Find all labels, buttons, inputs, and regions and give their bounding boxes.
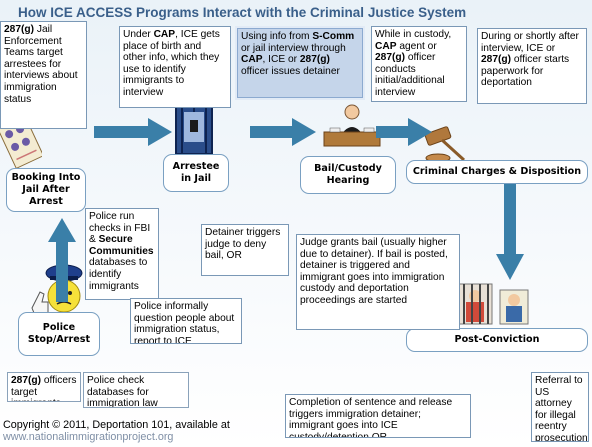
note-sentence-completion: Completion of sentence and release trigg… [285, 394, 471, 438]
stage-arrestee-in-jail: Arrestee in Jail [163, 154, 229, 192]
stage-criminal-charges: Criminal Charges & Disposition [406, 160, 588, 184]
note-287g-target-immigrants: 287(g) officers target immigrants [7, 372, 81, 402]
flow-arrow-booking-to-arrestee [94, 118, 172, 146]
copyright-text: Copyright © 2011, Deportation 101, avail… [3, 419, 230, 443]
flow-arrow-charges-to-post-conviction [496, 184, 524, 280]
stage-bail-custody-hearing: Bail/Custody Hearing [300, 156, 396, 194]
note-referral-us-attorney: Referral to US attorney for illegal reen… [531, 372, 589, 442]
note-check-databases: Police check databases for immigration l… [83, 372, 189, 408]
flow-arrow-arrestee-to-bail [250, 118, 316, 146]
page-title: How ICE ACCESS Programs Interact with th… [18, 5, 467, 20]
note-cap-birth-info: Under CAP, ICE gets place of birth and o… [119, 26, 231, 108]
note-judge-grants-bail: Judge grants bail (usually higher due to… [296, 234, 460, 330]
note-informal-questioning: Police informally question people about … [130, 298, 242, 344]
jail-cell-icon [175, 103, 213, 158]
note-detainer-triggers: Detainer triggers judge to deny bail, OR [201, 224, 289, 276]
note-jail-teams: 287(g) Jail Enforcement Teams target arr… [0, 21, 87, 129]
source-url: www.nationalimmigrationproject.org [3, 431, 174, 443]
stage-booking-into-jail: Booking Into Jail After Arrest [6, 168, 86, 212]
copyright-line: Copyright © 2011, Deportation 101, avail… [3, 419, 230, 431]
note-fbi-secure-communities: Police run checks in FBI & Secure Commun… [85, 208, 159, 300]
stage-police-stop-arrest: Police Stop/Arrest [18, 312, 100, 356]
note-deportation-paperwork: During or shortly after interview, ICE o… [477, 28, 587, 104]
flow-arrow-stop-to-booking [48, 218, 76, 302]
stage-post-conviction: Post-Conviction [406, 328, 588, 352]
note-custody-interview: While in custody, CAP agent or 287(g) of… [371, 26, 467, 102]
judge-at-bench-icon [323, 104, 381, 147]
flow-arrow-bail-to-charges [376, 118, 432, 146]
note-scomm-detainer: Using info from S-Comm or jail interview… [237, 28, 363, 98]
prison-bars-icon [457, 283, 529, 325]
